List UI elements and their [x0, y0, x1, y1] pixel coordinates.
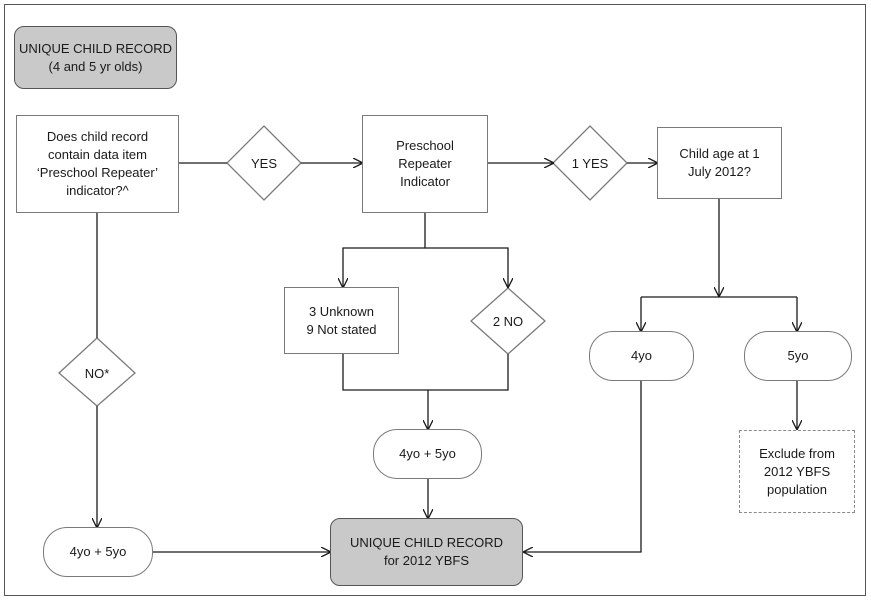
age-5yo-node: 5yo: [744, 331, 852, 381]
unknown-node: 3 Unknown 9 Not stated: [284, 287, 399, 354]
edge-4yo-final: [524, 380, 642, 552]
question-node: Does child record contain data item ‘Pre…: [16, 115, 179, 213]
one-yes-diamond: [552, 125, 628, 201]
start-node: UNIQUE CHILD RECORD (4 and 5 yr olds): [14, 26, 177, 89]
left-both-node: 4yo + 5yo: [43, 527, 153, 577]
yes-diamond: [226, 125, 302, 201]
final-node: UNIQUE CHILD RECORD for 2012 YBFS: [330, 518, 523, 586]
age-4yo-node: 4yo: [589, 331, 694, 381]
no-star-label: NO*: [84, 365, 110, 381]
yes-label: YES: [250, 155, 277, 171]
edge-repeater-split: [343, 212, 426, 287]
age-question-node: Child age at 1 July 2012?: [657, 127, 782, 199]
repeater-node: Preschool Repeater Indicator: [362, 115, 488, 213]
one-yes-label: 1 YES: [571, 155, 609, 171]
edge-repeater-split-right: [425, 247, 508, 287]
mid-both-node: 4yo + 5yo: [373, 429, 482, 479]
exclude-node: Exclude from 2012 YBFS population: [739, 430, 855, 513]
edge-unknown-merge: [342, 354, 509, 391]
two-no-label: 2 NO: [492, 313, 524, 329]
diagram-frame: [4, 4, 866, 596]
